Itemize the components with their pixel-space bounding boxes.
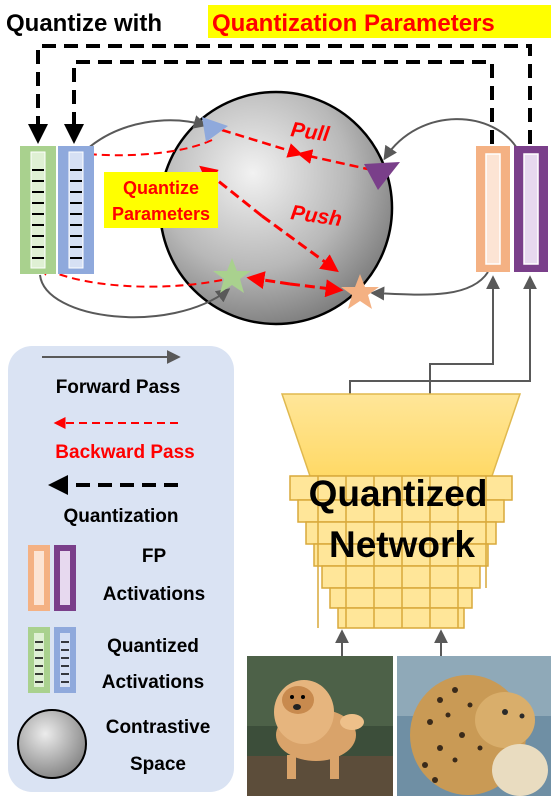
pull-arrow-from-purple-triangle [297,149,373,172]
legend-fp-orange-swatch [28,545,50,611]
legend-forward-label: Forward Pass [56,377,181,398]
blue-triangle-icon [202,117,228,142]
legend-quantized-green-swatch [28,627,50,693]
title-prefix: Quantize with [6,10,162,37]
legend-quantization-label: Quantization [63,506,178,527]
quantized-activation-blue [58,146,94,274]
legend-contrastive-line2: Space [130,754,186,775]
legend-fp-purple-swatch [54,545,76,611]
orange-star-icon [341,274,379,309]
quantized-activation-green [20,146,56,274]
title-highlight: Quantization Parameters [212,10,495,37]
legend-backward-label: Backward Pass [55,442,194,463]
forward-arrow-green-to-star [39,274,231,319]
quantized-network [280,393,522,629]
legend-quantized-line1: Quantized [107,636,199,657]
quantization-line-inner [64,60,494,144]
legend-fp-line2: Activations [103,584,205,605]
quantize-params-line1: Quantize [123,178,199,198]
title-highlight-box [208,5,551,38]
cheetah-photo [397,656,551,796]
quantization-line-outer [28,44,532,144]
forward-arrow-purple-to-triangle [383,118,519,161]
fp-activation-orange [476,146,510,272]
legend-quantized-blue-swatch [54,627,76,693]
legend-fp-line1: FP [142,546,167,567]
push-arrow-stars-right [289,279,344,298]
quantize-params-highlight [104,172,218,228]
green-star-icon [213,258,251,293]
network-label-line2: Network [329,524,475,565]
forward-arrow-orange-to-star [370,271,489,301]
quantize-params-line2: Parameters [112,204,210,224]
fp-activation-purple [514,146,548,272]
network-label-line1: Quantized [309,473,488,514]
push-arrow-stars-left [246,271,291,290]
dog-photo [247,656,393,796]
legend-quantized-line2: Activations [102,672,204,693]
pull-label: Pull [289,118,331,146]
push-arrow-2 [261,214,339,273]
legend-contrastive-line1: Contrastive [106,717,211,738]
forward-arrow-blue-to-triangle [85,115,208,151]
legend-contrastive-sphere [17,709,87,779]
purple-triangle-icon [364,162,400,190]
